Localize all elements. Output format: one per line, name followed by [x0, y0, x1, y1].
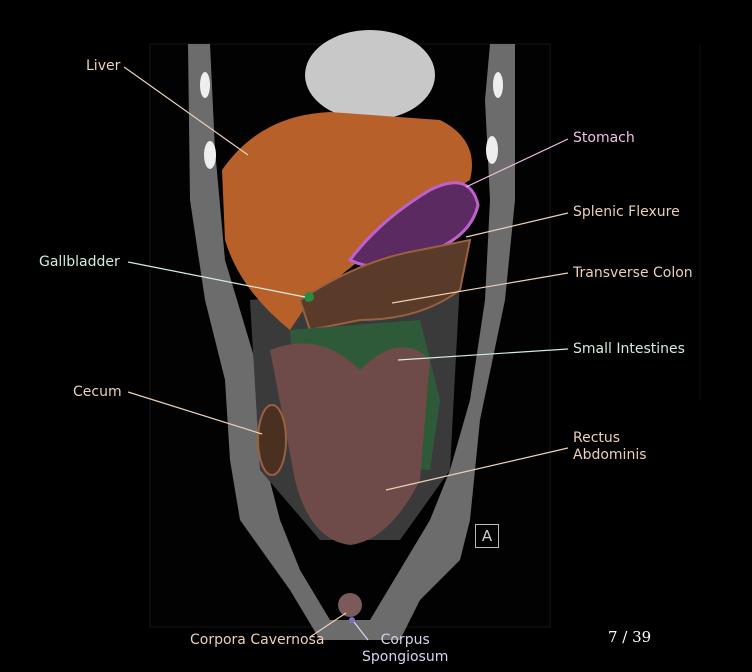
leader-line [123, 66, 249, 156]
leader-line [385, 447, 569, 491]
rib [486, 136, 498, 164]
rectus-abdominis [270, 343, 430, 545]
rib [200, 72, 210, 98]
label-splenic-flexure: Splenic Flexure [573, 204, 680, 220]
label-rectus-abdominis: Rectus Abdominis [573, 430, 647, 464]
leader-line [391, 272, 569, 304]
rib [204, 141, 216, 169]
leader-line [397, 348, 569, 361]
leader-lines [123, 66, 569, 641]
cecum [257, 404, 287, 476]
transverse-colon [298, 238, 472, 332]
leader-line [127, 261, 306, 298]
slice-counter: 7 / 39 [608, 628, 652, 646]
leader-line [127, 391, 263, 435]
label-corpora-cavernosa: Corpora Cavernosa [190, 632, 325, 648]
label-rectus-line2: Abdominis [573, 447, 647, 463]
leader-line [465, 138, 569, 188]
leader-line [309, 612, 347, 638]
corpora-cavernosa [338, 593, 362, 617]
label-gallbladder: Gallbladder [39, 254, 120, 270]
heart [305, 30, 435, 120]
liver [222, 112, 472, 330]
label-cecum: Cecum [73, 384, 122, 400]
label-transverse-colon: Transverse Colon [573, 265, 693, 281]
corpus-spongiosum [349, 617, 355, 623]
label-corpus-line1: Corpus [380, 632, 430, 648]
label-small-intestines: Small Intestines [573, 341, 685, 357]
body-outline [188, 44, 515, 640]
label-corpus-line2: Spongiosum [362, 649, 449, 665]
rib [493, 72, 503, 98]
label-stomach: Stomach [573, 130, 635, 146]
label-rectus-line1: Rectus [573, 430, 621, 446]
orientation-marker: A [475, 524, 499, 548]
label-liver: Liver [86, 58, 121, 74]
leader-line [465, 212, 569, 238]
label-corpus-spongiosum: Corpus Spongiosum [362, 632, 448, 666]
gallbladder [304, 292, 314, 302]
leader-line [353, 621, 369, 641]
